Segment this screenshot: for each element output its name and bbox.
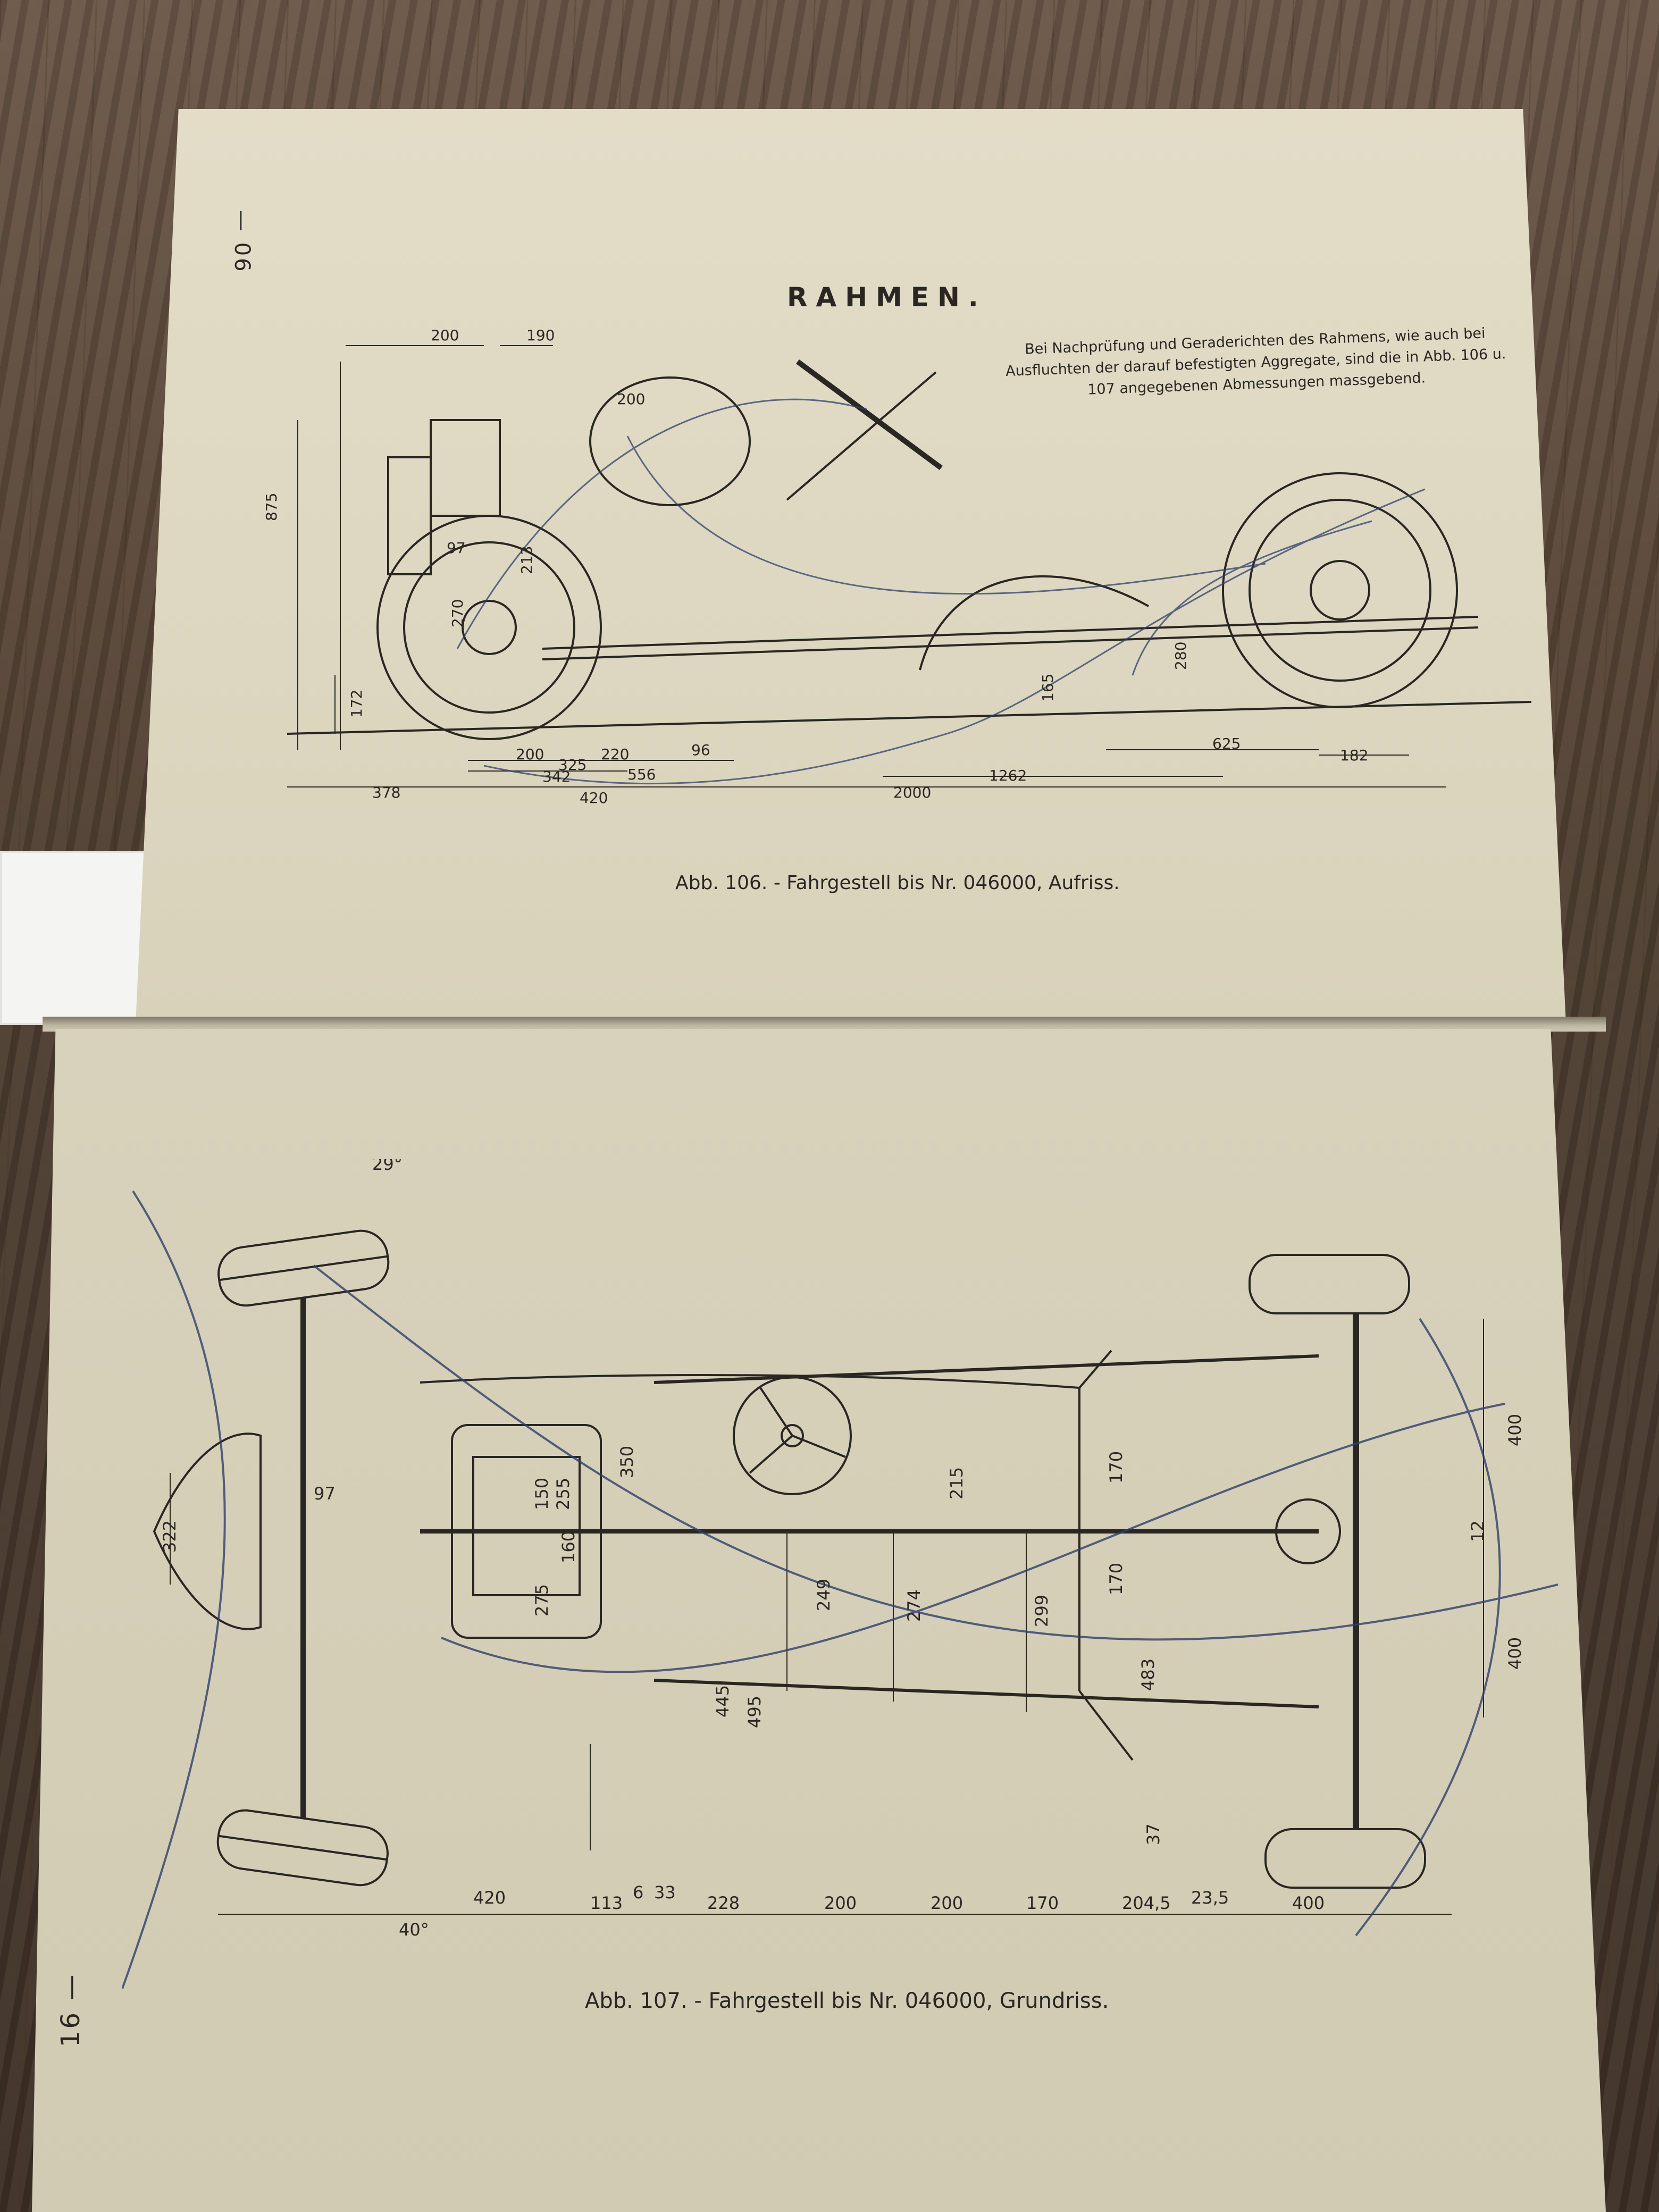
svg-text:280: 280 bbox=[1172, 642, 1189, 670]
svg-text:40°: 40° bbox=[399, 1920, 429, 1940]
svg-text:165: 165 bbox=[1039, 674, 1057, 702]
bottom-page-number: 16 — bbox=[56, 1972, 86, 2047]
svg-text:275: 275 bbox=[532, 1584, 552, 1616]
svg-text:97: 97 bbox=[314, 1484, 336, 1504]
svg-text:625: 625 bbox=[1212, 735, 1241, 752]
bottom-page bbox=[32, 1029, 1606, 2212]
plan-view-drawing: 29° 97 322 150 255 160 350 275 215 249 2… bbox=[122, 1159, 1611, 1989]
top-page bbox=[136, 109, 1566, 1024]
svg-text:204,5: 204,5 bbox=[1122, 1893, 1171, 1913]
svg-text:274: 274 bbox=[904, 1589, 924, 1622]
svg-text:170: 170 bbox=[1106, 1563, 1126, 1595]
svg-text:445: 445 bbox=[713, 1685, 733, 1717]
svg-text:113: 113 bbox=[590, 1893, 623, 1913]
svg-text:255: 255 bbox=[553, 1478, 573, 1510]
svg-text:322: 322 bbox=[160, 1520, 180, 1553]
svg-text:12: 12 bbox=[1468, 1520, 1488, 1542]
svg-text:378: 378 bbox=[372, 784, 400, 801]
svg-text:495: 495 bbox=[744, 1696, 765, 1728]
svg-text:200: 200 bbox=[617, 390, 645, 408]
side-elevation-drawing: 200 190 200 875 97 213 270 172 200 220 3… bbox=[255, 330, 1531, 840]
figure-106-caption: Abb. 106. - Fahrgestell bis Nr. 046000, … bbox=[675, 872, 1120, 894]
svg-text:6: 6 bbox=[633, 1882, 643, 1903]
svg-text:325: 325 bbox=[558, 756, 586, 774]
svg-text:23,5: 23,5 bbox=[1191, 1888, 1229, 1908]
svg-text:420: 420 bbox=[473, 1888, 506, 1908]
svg-text:220: 220 bbox=[601, 745, 629, 763]
svg-text:33: 33 bbox=[654, 1882, 676, 1903]
svg-text:270: 270 bbox=[449, 599, 466, 627]
svg-text:96: 96 bbox=[691, 741, 710, 759]
svg-text:200: 200 bbox=[516, 745, 544, 763]
page-title: RAHMEN. bbox=[787, 282, 987, 313]
svg-text:1262: 1262 bbox=[989, 767, 1027, 784]
figure-107-caption: Abb. 107. - Fahrgestell bis Nr. 046000, … bbox=[585, 1989, 1109, 2013]
svg-text:350: 350 bbox=[617, 1446, 637, 1478]
svg-text:182: 182 bbox=[1340, 747, 1368, 764]
svg-text:400: 400 bbox=[1505, 1637, 1525, 1670]
svg-text:400: 400 bbox=[1292, 1893, 1325, 1913]
svg-text:483: 483 bbox=[1138, 1658, 1158, 1691]
svg-text:875: 875 bbox=[263, 493, 280, 521]
svg-text:342: 342 bbox=[542, 768, 571, 785]
svg-text:213: 213 bbox=[518, 546, 535, 574]
svg-text:170: 170 bbox=[1026, 1893, 1059, 1913]
svg-text:420: 420 bbox=[580, 789, 608, 807]
svg-text:29°: 29° bbox=[372, 1159, 403, 1174]
svg-text:400: 400 bbox=[1505, 1414, 1525, 1446]
svg-text:37: 37 bbox=[1143, 1823, 1163, 1845]
svg-text:556: 556 bbox=[627, 766, 656, 783]
svg-text:299: 299 bbox=[1032, 1595, 1052, 1627]
svg-text:215: 215 bbox=[946, 1467, 967, 1499]
svg-text:97: 97 bbox=[447, 539, 466, 557]
svg-text:190: 190 bbox=[526, 330, 555, 344]
svg-text:160: 160 bbox=[558, 1531, 579, 1563]
svg-text:200: 200 bbox=[824, 1893, 857, 1913]
svg-text:170: 170 bbox=[1106, 1451, 1126, 1484]
svg-text:200: 200 bbox=[931, 1893, 963, 1913]
top-page-number: — 06 bbox=[230, 210, 254, 274]
svg-text:2000: 2000 bbox=[893, 784, 931, 801]
svg-text:228: 228 bbox=[707, 1893, 740, 1913]
svg-text:172: 172 bbox=[348, 690, 365, 718]
svg-text:249: 249 bbox=[814, 1579, 834, 1611]
svg-text:200: 200 bbox=[431, 330, 459, 344]
svg-text:150: 150 bbox=[532, 1478, 552, 1510]
